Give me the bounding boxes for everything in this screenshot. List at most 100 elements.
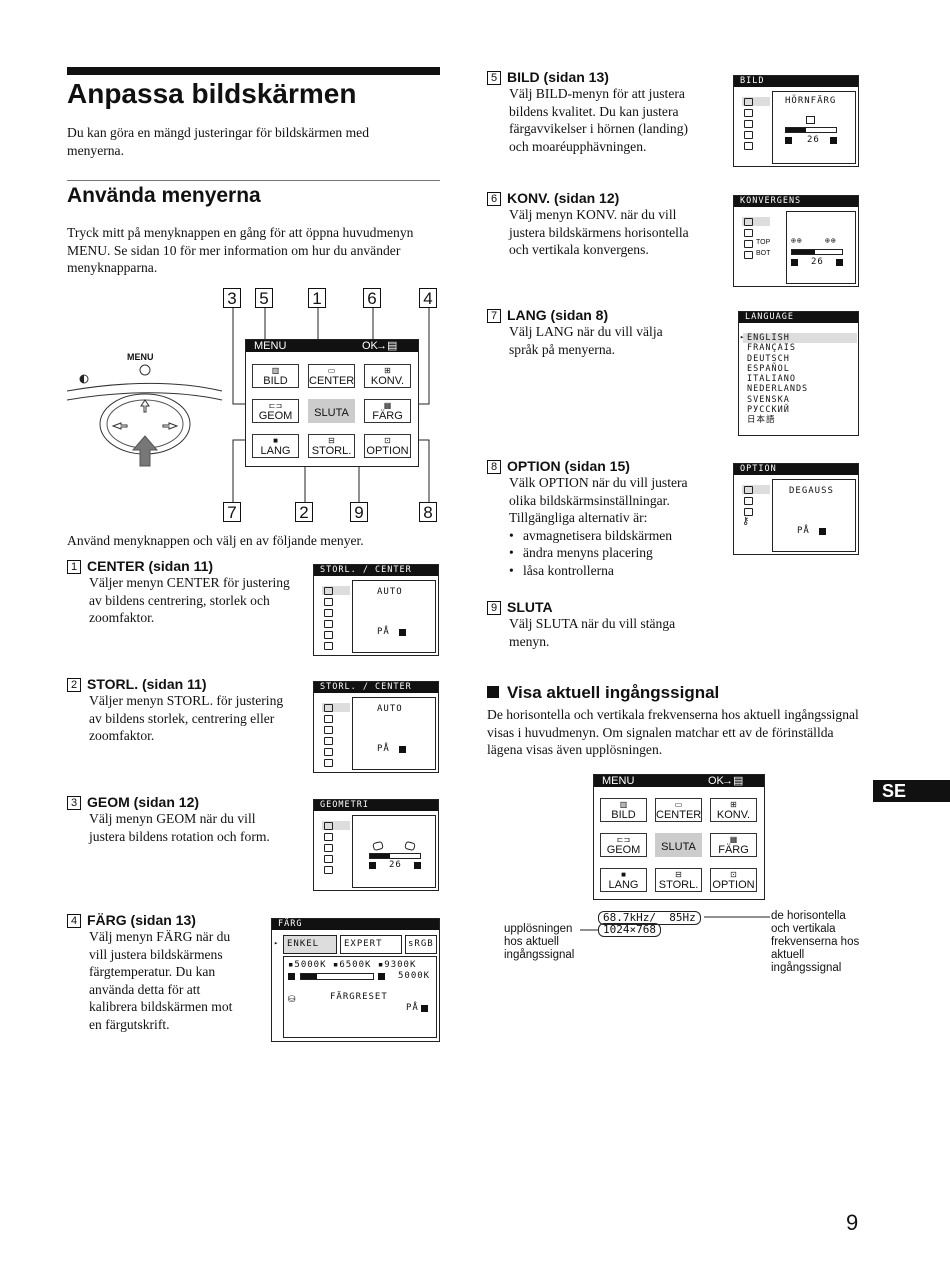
lang-item[interactable]: ITALIANO	[747, 374, 796, 385]
menu-button-label: MENU	[127, 352, 154, 362]
hsize-icon	[324, 620, 333, 628]
level-bar	[369, 853, 421, 859]
bild-icon: ▥	[271, 366, 280, 375]
menu-item-lang[interactable]: ■LANG	[600, 868, 647, 892]
osd-bild: BILD HÖRNFÄRG 26	[733, 75, 859, 167]
menu-item-option[interactable]: ⊡OPTION	[364, 434, 411, 458]
size-icon	[324, 598, 333, 606]
menu-item-lang[interactable]: ■LANG	[252, 434, 299, 458]
lang-item[interactable]: ENGLISH	[747, 333, 790, 343]
osd-geom: GEOMETRI 26	[313, 799, 439, 891]
menu-item-bild[interactable]: ▥BILD	[600, 798, 647, 822]
auto-icon	[324, 642, 333, 650]
lang-item[interactable]: DEUTSCH	[747, 353, 790, 364]
section-title: Använda menyerna	[67, 184, 261, 207]
lang-item[interactable]: FRANÇAIS	[747, 343, 796, 354]
section-intro: Tryck mitt på menyknappen en gång för at…	[67, 225, 414, 276]
tab-srgb[interactable]: sRGB	[405, 935, 437, 954]
intro-text: Du kan göra en mängd justeringar för bil…	[67, 125, 369, 158]
lang-item[interactable]: ESPAÑOL	[747, 363, 790, 374]
menu-item-geom[interactable]: ⊏⊐GEOM	[252, 399, 299, 423]
signal-leader-lines	[580, 916, 770, 931]
key-icon: ⚷	[742, 516, 751, 527]
menu-ok: OK	[362, 340, 378, 352]
square-bullet-icon	[487, 686, 499, 698]
lang-icon: ■	[273, 436, 278, 445]
zoom-icon	[324, 609, 333, 617]
signal-menu-window: MENU OK →▤ ▥BILD ▭CENTER ⊞KONV. ⊏⊐GEOM S…	[593, 774, 765, 900]
title-rule	[67, 67, 440, 75]
menu-item-sluta[interactable]: SLUTA	[308, 399, 355, 423]
lang-item[interactable]: 日本語	[747, 415, 776, 426]
osd-option: OPTION ⚷ DEGAUSS PÅ	[733, 463, 859, 555]
center-icon	[324, 587, 333, 595]
callout-4: 4	[419, 288, 437, 308]
subtitle-rule	[67, 180, 440, 181]
menu-item-center[interactable]: ▭CENTER	[655, 798, 702, 822]
main-menu-window: MENU OK →▤ ▥BILD ▭CENTER ⊞KONV. ⊏⊐GEOM S…	[245, 339, 419, 467]
corner-icon	[806, 116, 815, 124]
minus-icon	[791, 259, 798, 266]
plus-icon	[414, 862, 421, 869]
callout-2: 2	[295, 502, 313, 522]
osd-lang: LANGUAGE ▸ ENGLISH FRANÇAIS DEUTSCH ESPA…	[738, 311, 859, 436]
menu-item-geom[interactable]: ⊏⊐GEOM	[600, 833, 647, 857]
ok-arrow-icon: →▤	[376, 340, 398, 352]
color-reset-icon: ⛁	[288, 995, 297, 1005]
callout-8: 8	[419, 502, 437, 522]
konv-icon: ⊞	[384, 366, 391, 375]
osd-farg: FÄRG ▸ ENKEL EXPERT sRGB ▪5000K ▪6500K ▪…	[271, 918, 440, 1042]
storl-icon: ⊟	[328, 436, 335, 445]
tab-expert[interactable]: EXPERT	[340, 935, 402, 954]
level-bar	[791, 249, 843, 255]
lang-item[interactable]: NEDERLANDS	[747, 384, 809, 395]
convergence-left-icon: ⊕⊕	[791, 236, 803, 245]
minus-icon	[369, 862, 376, 869]
menu-item-storl[interactable]: ⊟STORL.	[308, 434, 355, 458]
menu-item-farg[interactable]: ▦FÄRG	[710, 833, 757, 857]
rotation-left-icon	[372, 840, 384, 852]
plus-icon	[378, 973, 385, 980]
lang-item[interactable]: РУССКИЙ	[747, 405, 790, 416]
callout-9: 9	[350, 502, 368, 522]
menu-item-konv[interactable]: ⊞KONV.	[710, 798, 757, 822]
section-title: CENTER (sidan 11)	[87, 558, 214, 574]
frequency-label: de horisontella och vertikala frekvenser…	[771, 910, 860, 974]
diagram-caption: Använd menyknappen och välj en av följan…	[67, 533, 364, 548]
page-title: Anpassa bildskärmen	[67, 78, 357, 109]
osd-konv: KONVERGENS TOP BOT ⊕⊕ ⊕⊕ 26	[733, 195, 859, 287]
menu-item-storl[interactable]: ⊟STORL.	[655, 868, 702, 892]
menu-item-center[interactable]: ▭CENTER	[308, 364, 355, 388]
tab-enkel[interactable]: ENKEL	[283, 935, 337, 954]
menu-title: MENU	[254, 340, 287, 352]
vsize-icon	[324, 631, 333, 639]
lang-item[interactable]: SVENSKA	[747, 394, 790, 405]
toggle-icon	[399, 746, 406, 753]
page-number: 9	[846, 1210, 859, 1235]
minus-icon	[785, 137, 792, 144]
section-number: 1	[67, 560, 81, 574]
menu-item-option[interactable]: ⊡OPTION	[710, 868, 757, 892]
geom-icon: ⊏⊐	[268, 401, 283, 410]
rotation-right-icon	[404, 840, 416, 852]
menu-item-sluta[interactable]: SLUTA	[655, 833, 702, 857]
center-icon: ▭	[327, 366, 336, 375]
menu-item-farg[interactable]: ▦FÄRG	[364, 399, 411, 423]
signal-text: De horisontella och vertikala frekvenser…	[487, 707, 859, 758]
callout-1: 1	[308, 288, 326, 308]
toggle-icon	[399, 629, 406, 636]
menu-item-bild[interactable]: ▥BILD	[252, 364, 299, 388]
language-list: ENGLISH FRANÇAIS DEUTSCH ESPAÑOL ITALIAN…	[747, 333, 808, 426]
menu-item-konv[interactable]: ⊞KONV.	[364, 364, 411, 388]
level-bar	[785, 127, 837, 133]
callout-5: 5	[255, 288, 273, 308]
farg-icon: ▦	[383, 401, 392, 410]
menu-diagram: 3 5 1 6 4 7 2 9 8	[67, 288, 440, 524]
toggle-icon	[421, 1005, 428, 1012]
